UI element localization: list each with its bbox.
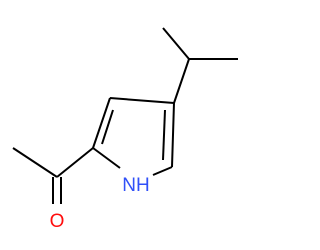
bond-isopropyl-to-ring [173, 58, 190, 104]
bond-ring-n-c2 [92, 147, 121, 169]
bond-ring-c3-c2 [92, 97, 111, 149]
molecule-drawing: O NH [12, 27, 238, 232]
bond-c2-carbonyl [56, 147, 94, 178]
bond-ring-c4-c5 [171, 102, 175, 168]
atom-labels: O NH [50, 175, 150, 232]
bonds [12, 27, 238, 204]
bond-isopropyl-methyl-left [162, 27, 190, 60]
bond-ring-c4-c3 [109, 97, 175, 104]
atom-label-nitrogen: NH [122, 175, 149, 196]
structure-diagram: O NH [12, 27, 238, 232]
atom-label-oxygen: O [50, 211, 65, 232]
bond-ring-c4-c5-inner [162, 109, 166, 161]
bond-carbonyl-methyl [12, 147, 58, 178]
bond-ring-c5-n [152, 166, 173, 176]
bond-ring-c3-c2-inner [101, 109, 114, 145]
